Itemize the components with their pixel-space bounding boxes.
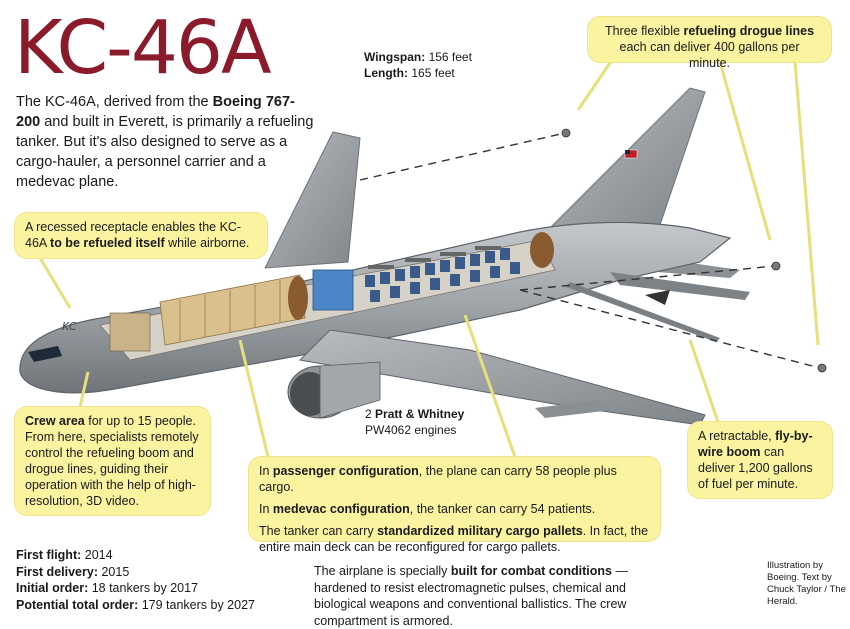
combat-note: The airplane is specially built for comb…: [314, 564, 628, 628]
far-wing: [264, 131, 361, 269]
boom-callout: A retractable, fly-by-wire boom can deli…: [688, 422, 832, 498]
callout-pointers: [38, 59, 820, 458]
drogue-callout: Three flexible refueling drogue lines ea…: [588, 17, 831, 70]
aft-bulkhead: [530, 232, 554, 268]
credit-line: Illustration by Boeing. Text by Chuck Ta…: [767, 560, 846, 607]
cockpit-window: [28, 346, 62, 362]
passenger-seats: [365, 248, 520, 302]
tail-marking-text: KC: [62, 320, 77, 333]
program-facts: First flight: 2014 First delivery: 2015 …: [16, 547, 255, 613]
intro-text: The KC-46A, derived from the Boeing 767-…: [16, 94, 314, 190]
length: Length: 165 feet: [364, 66, 455, 80]
crew-callout: Crew area for up to 15 people. From here…: [15, 407, 210, 515]
engine: [287, 361, 381, 419]
wingspan: Wingspan: 156 feet: [364, 50, 472, 64]
fact-item: First delivery: 2015: [16, 564, 130, 579]
bulkhead: [288, 276, 308, 320]
refueling-boom: [566, 282, 720, 342]
medevac-stretchers: [368, 246, 501, 269]
dimensions: Wingspan: 156 feet Length: 165 feet: [364, 49, 472, 81]
drogue-baskets: [561, 128, 827, 373]
drogue-lines: [359, 132, 821, 369]
vertical-tail: [546, 87, 706, 231]
cargo-config: The tanker can carry standardized milita…: [259, 524, 649, 554]
receptacle-callout: A recessed receptacle enables the KC-46A…: [15, 213, 267, 258]
passenger-config: In passenger configuration, the plane ca…: [259, 464, 617, 494]
cargo-pallets: [159, 274, 306, 346]
fact-item: Initial order: 18 tankers by 2017: [16, 581, 199, 595]
near-stabilizer: [610, 272, 750, 300]
fact-item: First flight: 2014: [16, 548, 113, 562]
cargo-container: [312, 269, 354, 311]
crew-area: [109, 312, 151, 352]
fact-item: Potential total order: 179 tankers by 20…: [16, 597, 255, 612]
wing-pod: [535, 400, 612, 418]
page-title: KC-46A: [14, 5, 272, 91]
configuration-callout: In passenger configuration, the plane ca…: [249, 457, 660, 554]
medevac-config: In medevac configuration, the tanker can…: [259, 502, 596, 516]
engines-label: 2 Pratt & Whitney PW4062 engines: [365, 407, 465, 437]
